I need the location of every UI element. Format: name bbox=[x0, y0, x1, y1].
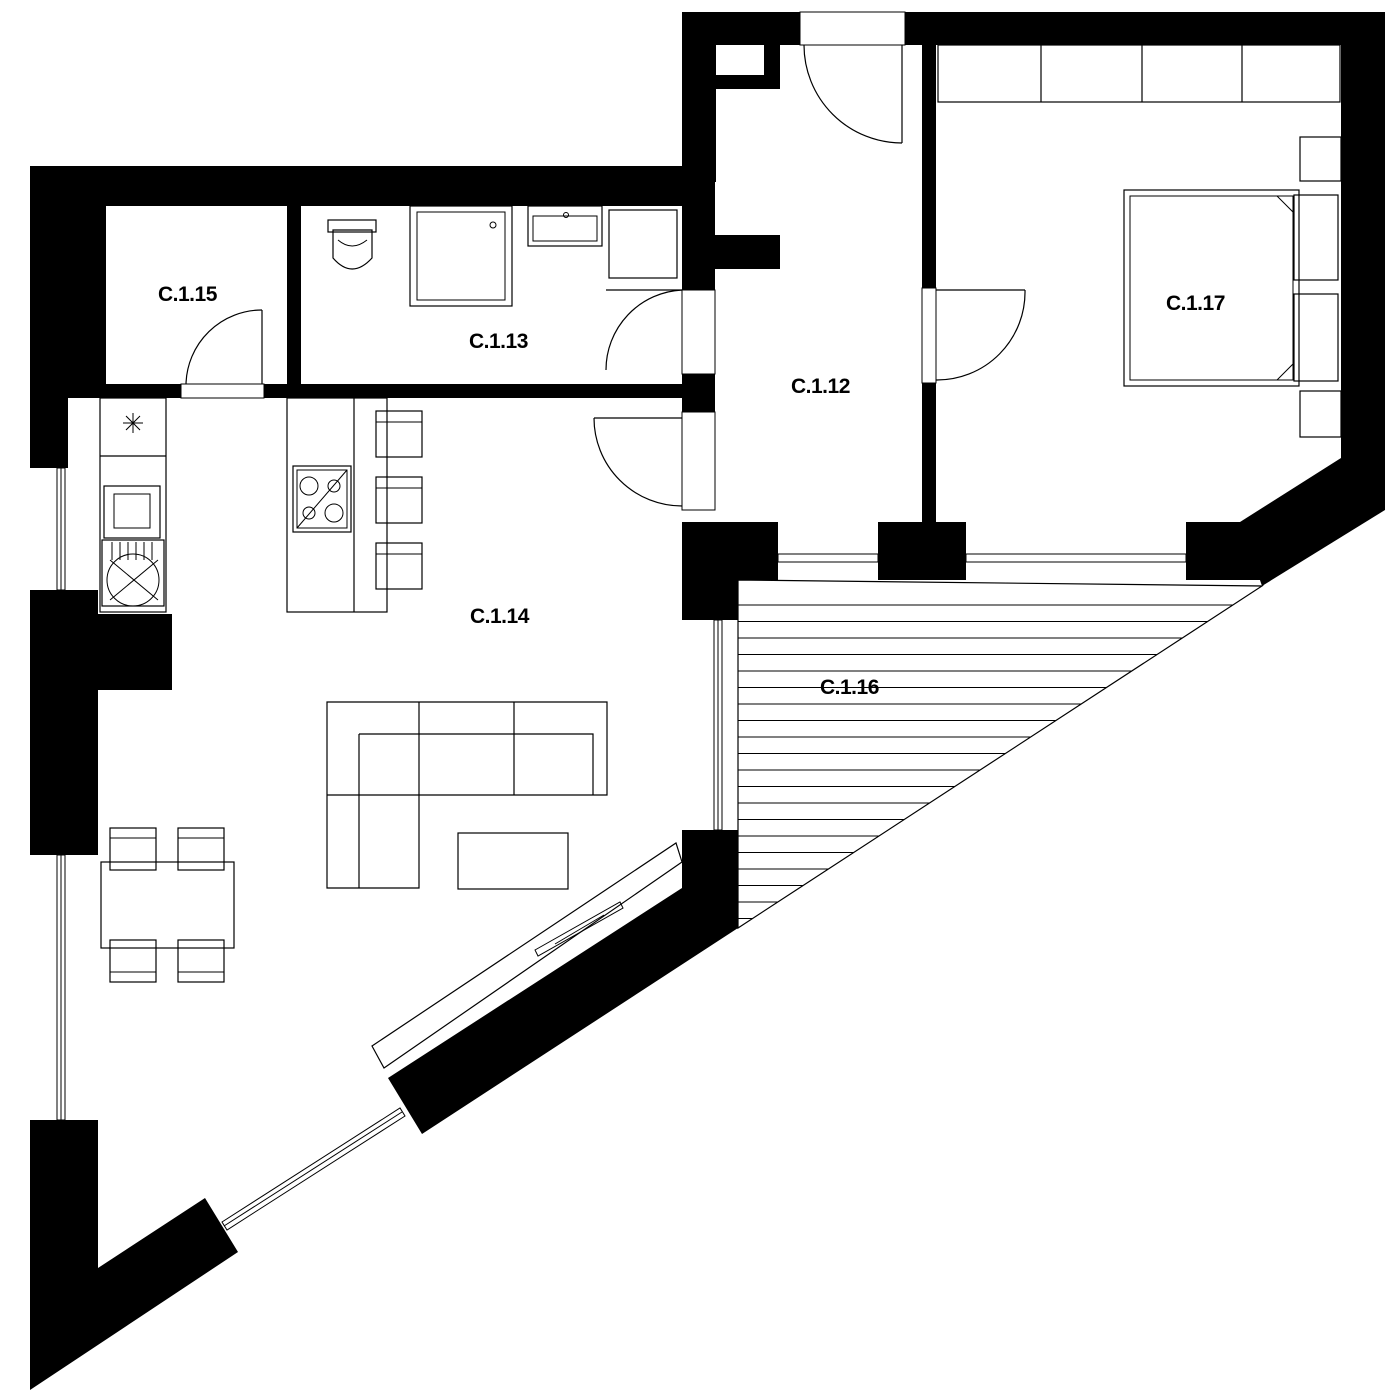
wall-pier-c bbox=[1186, 522, 1262, 580]
wall-bedroom-left-a bbox=[922, 45, 936, 288]
room-label-c112: C.1.12 bbox=[791, 375, 850, 398]
room-label-c116: C.1.16 bbox=[820, 676, 879, 699]
wall-left-upper-2 bbox=[30, 398, 68, 468]
tv-bench bbox=[371, 842, 683, 1069]
wall-left-lower bbox=[30, 1120, 98, 1270]
wardrobe bbox=[937, 44, 1341, 103]
wall-top-right-b bbox=[905, 12, 1385, 45]
wall-left-kitchen-block bbox=[30, 614, 172, 690]
pillow-2 bbox=[1293, 293, 1339, 382]
walls bbox=[30, 12, 1385, 1390]
wall-bedroom-left-b bbox=[922, 383, 936, 523]
sofa bbox=[326, 701, 608, 889]
dining-table bbox=[100, 861, 235, 949]
kitchen-furniture bbox=[99, 397, 423, 613]
balcony bbox=[737, 579, 1264, 930]
bedroom-furniture bbox=[937, 44, 1342, 438]
room-label-c115: C.1.15 bbox=[158, 283, 218, 306]
wall-shaft-bottom bbox=[716, 75, 780, 89]
wall-shaft-outer bbox=[682, 12, 716, 182]
bar-stool-3 bbox=[375, 542, 423, 590]
window-diagonal bbox=[221, 1107, 406, 1231]
wall-c115-bottom bbox=[106, 384, 181, 398]
wall-top-left bbox=[30, 166, 715, 206]
entrance-threshold bbox=[799, 11, 906, 46]
coffee-table bbox=[457, 832, 569, 890]
room-label-c113: C.1.13 bbox=[469, 330, 528, 353]
wall-left-upper bbox=[30, 166, 106, 398]
nightstand-bottom bbox=[1299, 390, 1342, 438]
bathroom-fixtures bbox=[327, 205, 678, 307]
toilet-tank bbox=[327, 219, 377, 233]
washbasin bbox=[527, 205, 603, 247]
room-labels: C.1.15 C.1.13 C.1.12 C.1.17 C.1.14 C.1.1… bbox=[158, 283, 1225, 699]
tv-icon bbox=[534, 901, 624, 957]
wall-bottom-left-corner bbox=[30, 1198, 238, 1390]
kitchen-counter bbox=[99, 397, 167, 613]
wall-c115-bottom-r bbox=[264, 384, 715, 398]
wall-c115-c113 bbox=[287, 206, 301, 398]
window-balcony-door-a bbox=[777, 553, 879, 563]
balcony-deck-lines bbox=[738, 604, 1233, 919]
washing-machine bbox=[608, 209, 678, 279]
doors bbox=[180, 44, 1026, 511]
oven bbox=[103, 485, 161, 539]
kitchen-island bbox=[286, 397, 388, 613]
bed bbox=[1123, 189, 1300, 387]
dining-chair-2 bbox=[177, 827, 225, 871]
cooktop-icon bbox=[292, 465, 352, 533]
room-label-c114: C.1.14 bbox=[470, 605, 530, 628]
wall-diagonal-lower bbox=[388, 830, 738, 1134]
fridge-icon bbox=[123, 413, 143, 433]
window-balcony-door-b bbox=[965, 553, 1187, 563]
toilet-bowl bbox=[332, 229, 373, 270]
wall-right bbox=[1341, 12, 1385, 460]
shower-tray bbox=[409, 205, 513, 307]
wall-pier-a-down bbox=[682, 522, 738, 620]
bar-stool-2 bbox=[375, 476, 423, 524]
living-furniture bbox=[100, 701, 683, 1069]
wall-pier-b bbox=[878, 522, 966, 580]
dining-chair-3 bbox=[109, 939, 157, 983]
dining-chair-1 bbox=[109, 827, 157, 871]
nightstand-top bbox=[1299, 136, 1342, 182]
wall-corridor-left-b bbox=[682, 374, 715, 412]
room-label-c117: C.1.17 bbox=[1166, 292, 1225, 315]
pillow-1 bbox=[1293, 194, 1339, 281]
wall-corridor-stub bbox=[682, 235, 780, 269]
dining-chair-4 bbox=[177, 939, 225, 983]
bar-stool-1 bbox=[375, 410, 423, 458]
windows bbox=[56, 11, 1187, 1231]
sink-icon bbox=[101, 539, 165, 607]
wall-right-diagonal bbox=[1240, 458, 1385, 586]
